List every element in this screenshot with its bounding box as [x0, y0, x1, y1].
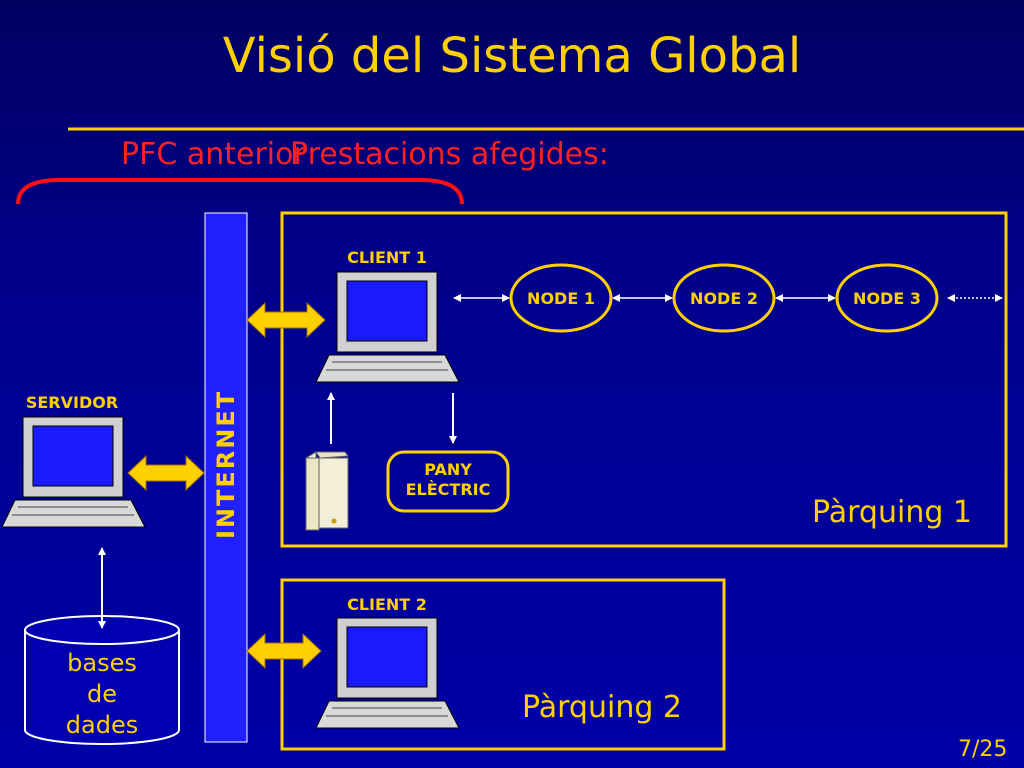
page-number: 7/25	[958, 737, 1008, 762]
servidor-internet-arrow	[127, 454, 205, 492]
electric-lock-box	[386, 450, 510, 513]
parking-2-box	[280, 578, 726, 751]
node-1-label: NODE 1	[527, 289, 595, 308]
node-3-label: NODE 3	[853, 289, 921, 308]
electric-lock-line2: ELÈCTRIC	[405, 480, 491, 499]
client-2-computer-icon	[315, 617, 460, 729]
added-features-label: Prestacions afegides:	[290, 137, 609, 172]
database-label: bases de dades	[25, 648, 179, 741]
previous-pfc-bracket	[16, 178, 464, 205]
previous-pfc-label: PFC anterior	[121, 137, 306, 172]
servidor-computer-icon	[1, 416, 146, 528]
client-1-computer-icon	[315, 271, 460, 383]
client-2-label: CLIENT 2	[347, 595, 427, 614]
parking-2-label: Pàrquing 2	[522, 690, 683, 725]
internet-label: INTERNET	[212, 389, 240, 539]
node-3-ellipse	[835, 263, 939, 333]
node-1-ellipse	[509, 263, 613, 333]
electric-lock-line1: PANY	[424, 460, 472, 479]
parking-1-label: Pàrquing 1	[812, 495, 973, 530]
client-1-label: CLIENT 1	[347, 248, 427, 267]
electric-lock-label: PANY ELÈCTRIC	[388, 460, 508, 500]
card-reader-device-icon	[305, 451, 349, 531]
internet-client1-arrow	[246, 301, 326, 339]
internet-bar	[204, 212, 248, 743]
parking-1-box	[280, 211, 1008, 548]
internet-client2-arrow	[246, 632, 322, 670]
database-label-line3: dades	[65, 711, 139, 739]
database-label-line2: de	[87, 680, 117, 708]
node-2-label: NODE 2	[690, 289, 758, 308]
database-label-line1: bases	[67, 649, 137, 677]
page-title: Visió del Sistema Global	[222, 28, 802, 84]
node-2-ellipse	[672, 263, 776, 333]
servidor-label: SERVIDOR	[25, 393, 119, 412]
database-cylinder-icon	[24, 615, 180, 745]
